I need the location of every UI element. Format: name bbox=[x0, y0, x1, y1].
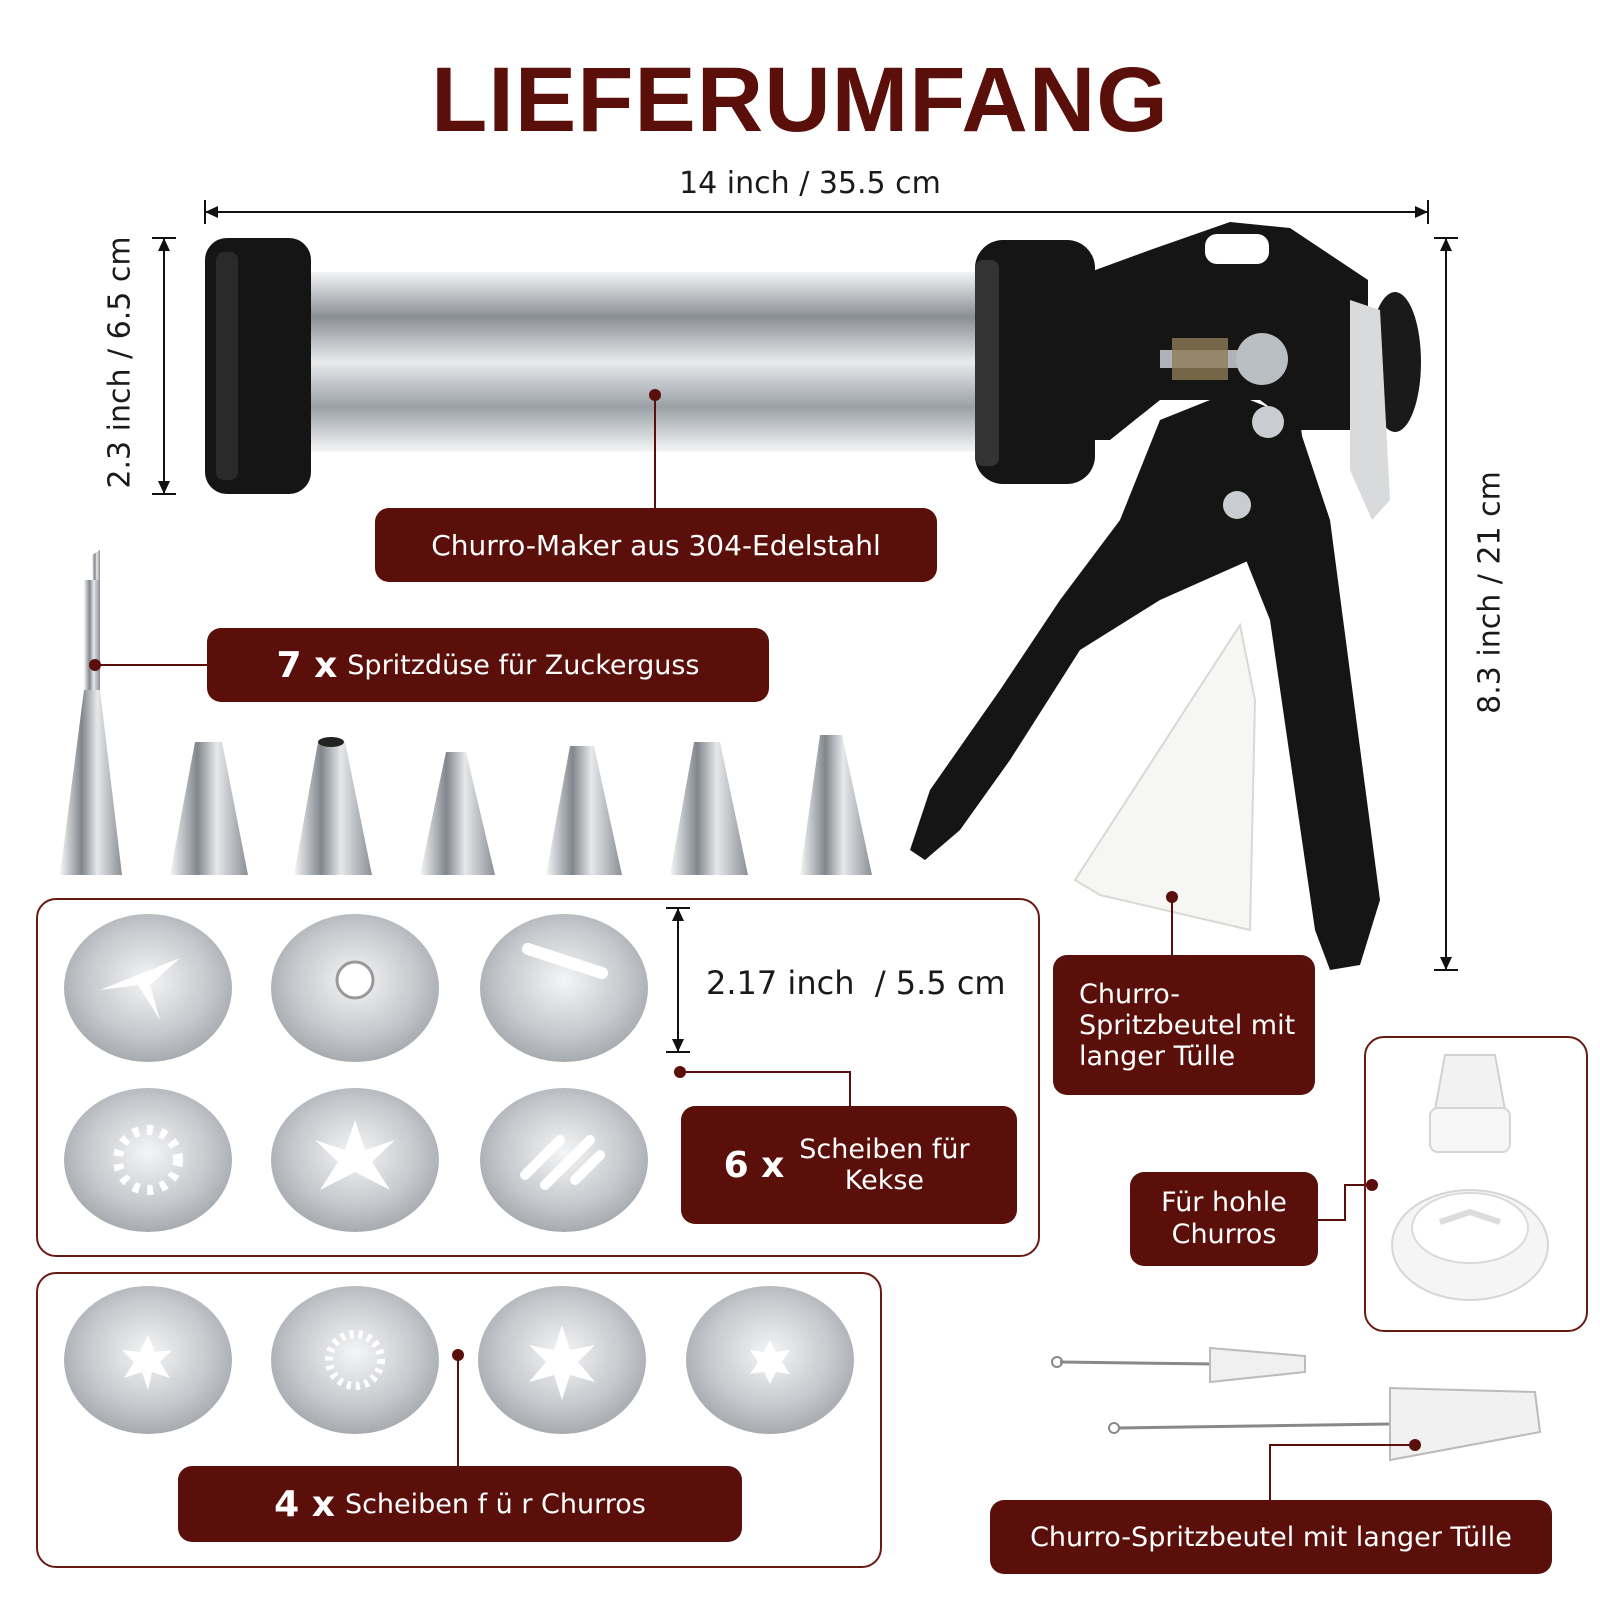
cookie-discs bbox=[64, 914, 648, 1232]
churro-discs bbox=[64, 1286, 854, 1434]
piping-bag-label: Churro-Spritzbeutel mit langer Tülle bbox=[1053, 955, 1315, 1095]
cookie-discs-label: 6 x Scheiben für Kekse bbox=[681, 1106, 1017, 1224]
hollow-churros-label: Für hohle Churros bbox=[1130, 1172, 1318, 1266]
brushes-label: Churro-Spritzbeutel mit langer Tülle bbox=[990, 1500, 1552, 1574]
nozzle-row bbox=[170, 735, 872, 875]
churro-discs-frame bbox=[36, 1272, 882, 1568]
disc-diameter-label: 2.17 inch / 5.5 cm bbox=[706, 964, 1006, 1002]
churro-discs-label: 4 x Scheiben f ü r Churros bbox=[178, 1466, 742, 1542]
cleaning-brushes bbox=[1051, 1346, 1542, 1462]
churro-maker-label: Churro-Maker aus 304-Edelstahl bbox=[375, 508, 937, 582]
width-dimension-label: 14 inch / 35.5 cm bbox=[679, 166, 941, 201]
nozzles-label: 7 x Spritzdüse für Zuckerguss bbox=[207, 628, 769, 702]
hollow-churro-attachment bbox=[1391, 1054, 1549, 1301]
page-title: LIEFERUMFANG bbox=[431, 49, 1169, 151]
hollow-churro-frame bbox=[1364, 1036, 1588, 1332]
cookie-discs-frame bbox=[36, 898, 1040, 1257]
